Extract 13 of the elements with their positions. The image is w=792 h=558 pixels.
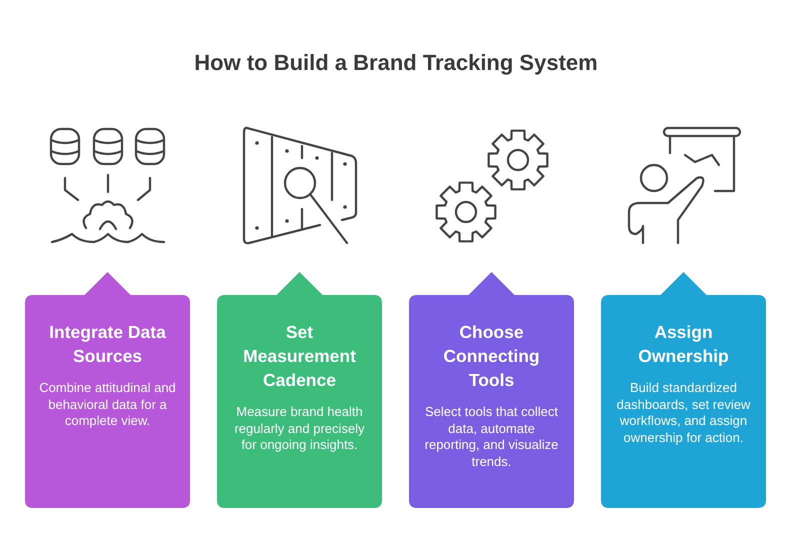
step-card bbox=[601, 272, 766, 508]
card-description: Build standardized dashboards, set review workflows, and assign ownership for action. bbox=[616, 380, 752, 446]
card-description: Combine attitudinal and behavioral data for a complete view. bbox=[38, 380, 177, 430]
card-description: Measure brand health regularly and precisely for ongoing insights. bbox=[233, 404, 366, 454]
card-heading: Set Measurement Cadence bbox=[242, 321, 357, 392]
step-card bbox=[25, 272, 190, 508]
card-description: Select tools that collect data, automate reporting, and visualize trends. bbox=[424, 404, 560, 470]
step-card bbox=[409, 272, 574, 508]
diagram-title: How to Build a Brand Tracking System bbox=[193, 50, 599, 76]
card-heading: Choose Connecting Tools bbox=[442, 321, 541, 392]
step-card bbox=[217, 272, 382, 508]
card-heading: Assign Ownership bbox=[637, 321, 730, 368]
card-heading: Integrate Data Sources bbox=[48, 321, 167, 368]
